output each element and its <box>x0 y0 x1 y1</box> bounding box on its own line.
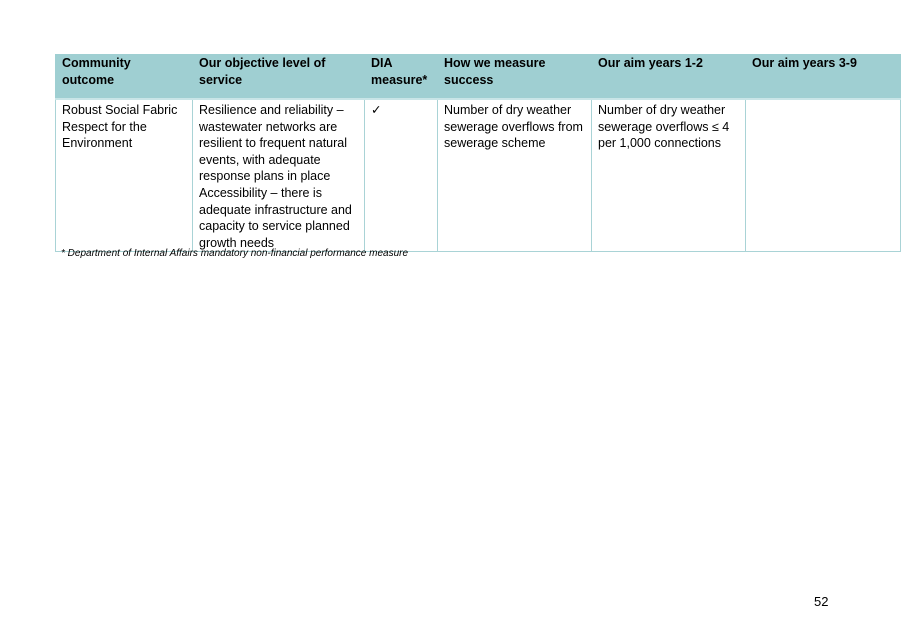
header-objective-level-of-service: Our objective level of service <box>192 54 365 100</box>
checkmark-icon: ✓ <box>371 103 382 117</box>
cell-dia-measure: ✓ <box>364 98 438 253</box>
page-number: 52 <box>814 594 829 609</box>
cell-objective-level-of-service: Resilience and reliability – wastewater … <box>192 98 365 253</box>
cell-how-we-measure-success: Number of dry weather sewerage overflows… <box>437 98 592 253</box>
performance-measures-table: Community outcome Our objective level of… <box>55 54 901 253</box>
cell-aim-years-3-9 <box>745 98 901 253</box>
header-aim-years-1-2: Our aim years 1-2 <box>591 54 746 100</box>
table-header-row: Community outcome Our objective level of… <box>55 54 901 100</box>
header-aim-years-3-9: Our aim years 3-9 <box>745 54 901 100</box>
header-community-outcome: Community outcome <box>55 54 193 100</box>
cell-aim-years-1-2: Number of dry weather sewerage overflows… <box>591 98 746 253</box>
footnote: * Department of Internal Affairs mandato… <box>61 248 409 259</box>
cell-community-outcome: Robust Social Fabric Respect for the Env… <box>55 98 193 253</box>
table-row: Robust Social Fabric Respect for the Env… <box>55 98 901 253</box>
header-how-we-measure-success: How we measure success <box>437 54 592 100</box>
header-dia-measure: DIA measure* <box>364 54 438 100</box>
